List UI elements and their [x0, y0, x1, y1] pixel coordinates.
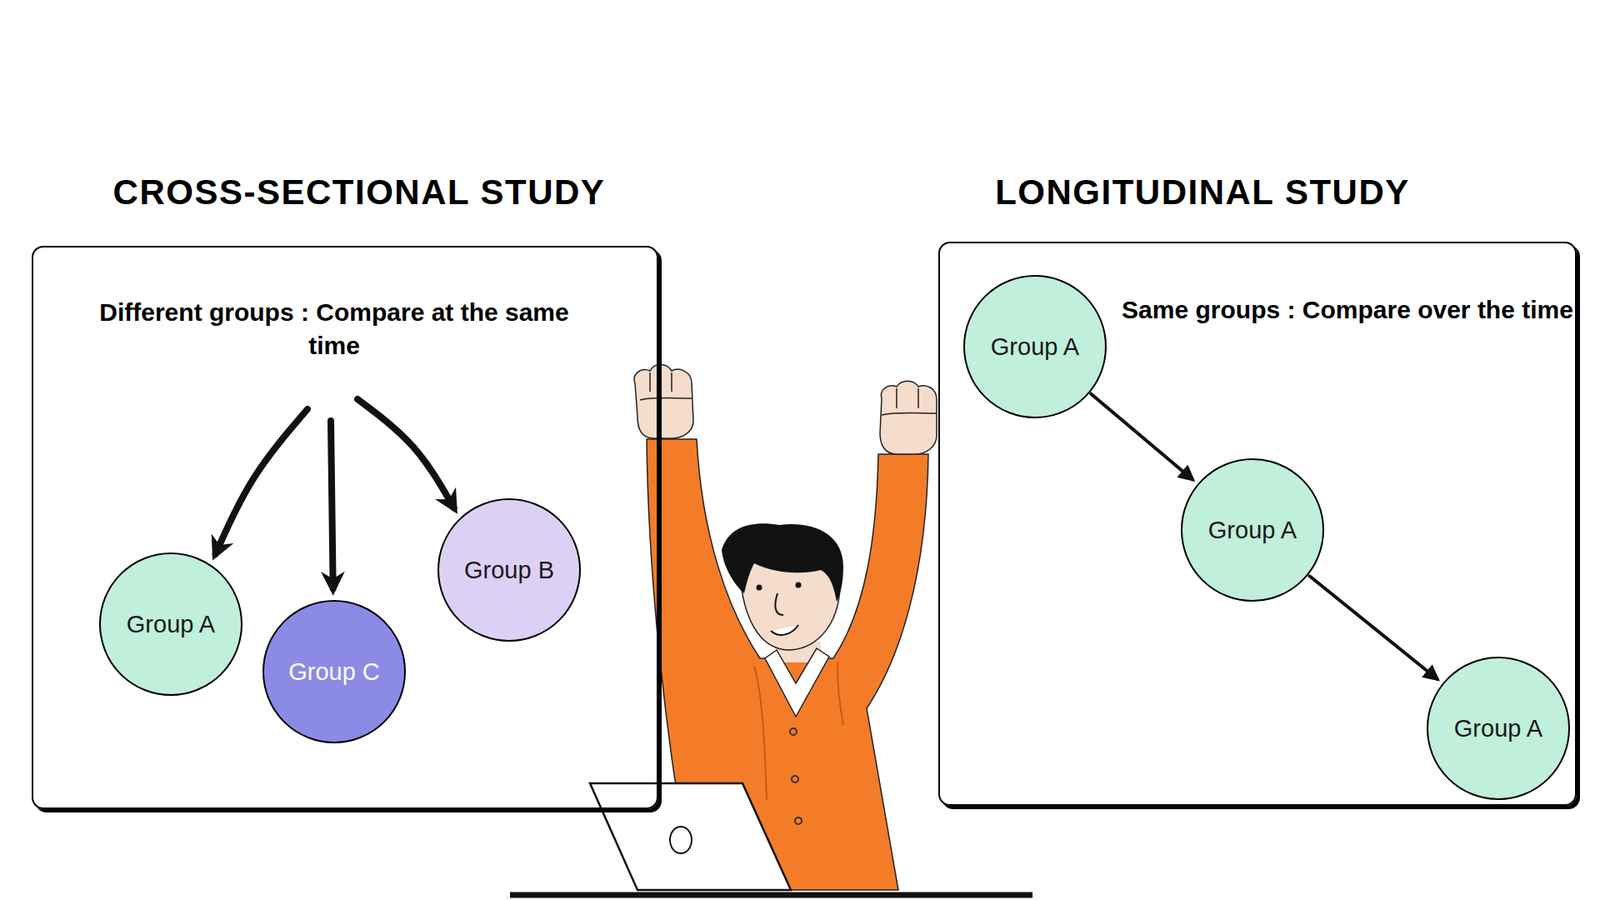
fist-lines: [640, 372, 692, 400]
arrow-connector: [1090, 394, 1193, 480]
nose: [775, 593, 784, 615]
group-label: Group B: [464, 556, 555, 585]
eye: [795, 582, 802, 589]
laptop-logo: [670, 826, 692, 854]
group-label: Group A: [126, 610, 215, 639]
panel-heading: LONGITUDINAL STUDY: [995, 172, 1410, 213]
group-label: Group C: [288, 658, 380, 686]
collar: [765, 648, 830, 717]
group-circle: Group A: [963, 275, 1107, 419]
laptop: [590, 783, 791, 890]
group-circle: Group A: [99, 552, 243, 696]
eye: [756, 585, 763, 591]
fist-lines: [881, 388, 937, 415]
panel-description: Same groups : Compare over the time: [1118, 293, 1577, 327]
study-panel: CROSS-SECTIONAL STUDYDifferent groups : …: [31, 245, 659, 810]
panel-heading: CROSS-SECTIONAL STUDY: [113, 172, 606, 213]
shirt-fold: [837, 662, 844, 725]
button: [791, 775, 799, 783]
arrow-connector: [1309, 575, 1437, 680]
arrow-connector: [330, 420, 334, 589]
arrow-connector: [357, 399, 455, 508]
group-circle: Group B: [437, 498, 581, 642]
fist: [880, 380, 937, 455]
study-panel: LONGITUDINAL STUDYSame groups : Compare …: [938, 241, 1577, 806]
group-circle: Group A: [1180, 458, 1325, 602]
group-label: Group A: [1454, 715, 1543, 743]
shirt-fold: [754, 666, 767, 800]
fist: [634, 365, 694, 440]
hair: [721, 523, 844, 602]
desk-line: [510, 892, 1033, 899]
button: [790, 728, 797, 735]
group-circle: Group C: [262, 600, 406, 744]
group-label: Group A: [1208, 516, 1297, 545]
group-circle: Group A: [1426, 656, 1570, 800]
group-label: Group A: [990, 333, 1080, 361]
arrow-connector: [215, 409, 308, 555]
mouth: [770, 625, 799, 635]
panel-description: Different groups : Compare at the same t…: [92, 295, 576, 363]
button: [795, 817, 802, 825]
